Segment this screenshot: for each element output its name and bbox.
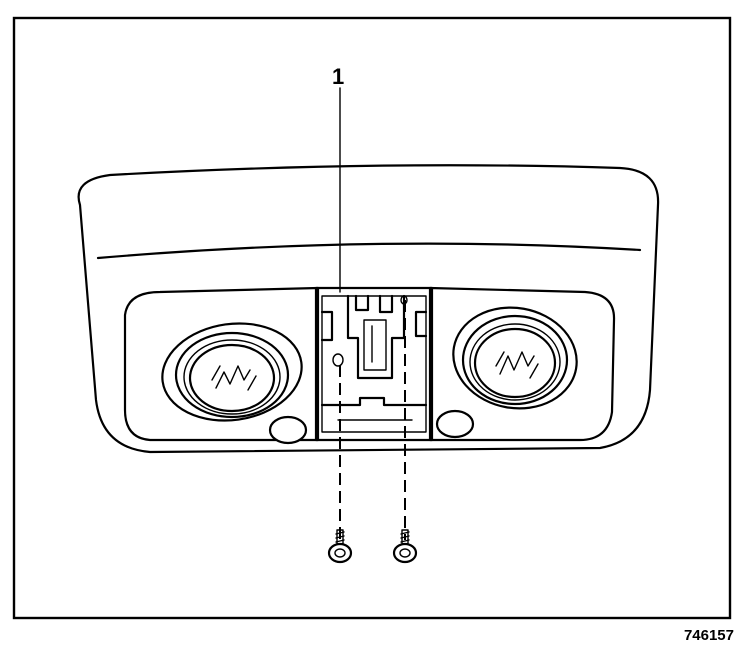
dome-lamp-bezel <box>314 286 434 442</box>
left-lamp-switch <box>268 415 308 445</box>
right-screw <box>392 529 418 564</box>
left-reading-lamp <box>161 322 303 422</box>
console-housing <box>77 164 660 454</box>
left-screw <box>327 529 353 564</box>
housing-crease <box>96 242 642 260</box>
right-lamp-switch <box>435 409 475 439</box>
right-reading-lamp <box>452 306 578 410</box>
figure-id: 746157 <box>683 627 734 644</box>
lamp-panel-right <box>428 286 616 442</box>
diagram-frame <box>12 16 732 620</box>
callout-label-1: 1 <box>332 64 344 89</box>
